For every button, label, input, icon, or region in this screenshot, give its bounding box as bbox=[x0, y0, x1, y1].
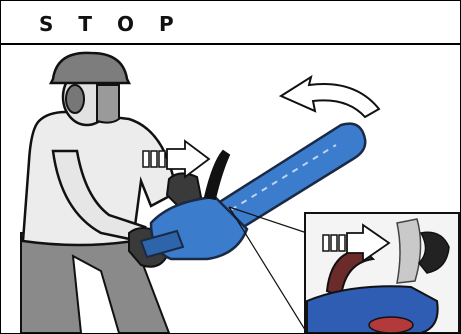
panel-header: S T O P bbox=[1, 1, 460, 43]
inset-red-disc bbox=[369, 317, 413, 333]
ear-muff bbox=[66, 85, 84, 113]
chain-brake-detail-inset bbox=[229, 207, 459, 333]
inset-callout-lines bbox=[229, 207, 307, 333]
rotate-arrow-icon bbox=[281, 77, 379, 117]
inset-brake-lever bbox=[397, 219, 421, 283]
chainsaw-kickback-illustration bbox=[1, 45, 460, 333]
face-shield bbox=[97, 85, 119, 123]
helmet-icon bbox=[51, 53, 129, 83]
panel-title: S T O P bbox=[39, 12, 183, 36]
worker-figure bbox=[21, 53, 201, 333]
